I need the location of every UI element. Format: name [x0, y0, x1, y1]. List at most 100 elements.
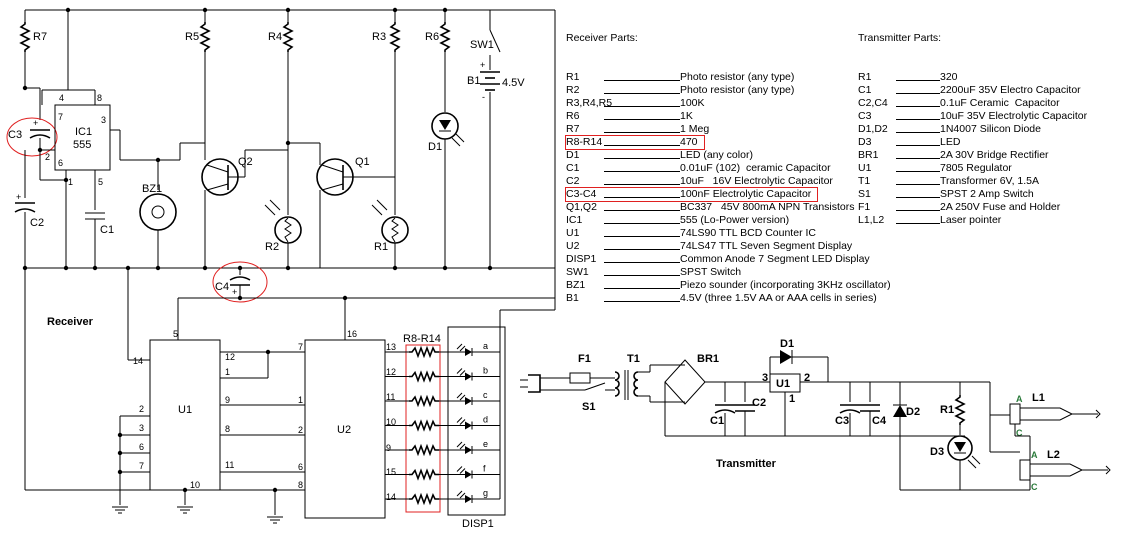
parts-list-row: F1 2A 250V Fuse and Holder [858, 201, 1087, 214]
part-ref: C1 [858, 84, 872, 96]
part-ref: R2 [566, 84, 580, 96]
part-ref: B1 [566, 292, 579, 304]
svg-text:+: + [33, 118, 38, 128]
svg-text:10: 10 [190, 480, 200, 490]
c4-highlight-circle [212, 261, 268, 303]
r1-label: R1 [374, 241, 388, 253]
part-leader-line [604, 214, 680, 224]
u2-label: U2 [337, 424, 351, 436]
part-leader-line [896, 162, 940, 172]
tx-d3-label: D3 [930, 446, 944, 458]
part-leader-line [604, 162, 680, 172]
ac-plug-icon [528, 374, 541, 393]
part-ref: R3,R4,R5 [566, 97, 613, 109]
svg-text:16: 16 [347, 329, 357, 339]
parts-list-row: U2 74LS47 TTL Seven Segment Display [566, 240, 891, 253]
q1-label: Q1 [355, 156, 370, 168]
l1-anode-label: A [1016, 394, 1023, 404]
svg-text:6: 6 [139, 442, 144, 452]
part-description: 2A 250V Fuse and Holder [940, 201, 1061, 213]
u1-label: U1 [178, 404, 192, 416]
disp1-label: DISP1 [462, 518, 494, 530]
r4-label: R4 [268, 31, 282, 43]
part-ref: U1 [858, 162, 872, 174]
svg-text:3: 3 [101, 115, 106, 125]
segment-letter: b [483, 366, 488, 376]
segment-resistor [408, 347, 440, 357]
svg-text:2: 2 [804, 372, 810, 384]
part-description: 2A 30V Bridge Rectifier [940, 149, 1049, 161]
part-leader-line [896, 97, 940, 107]
tx-c1-label: C1 [710, 415, 724, 427]
parts-list-row: B1 4.5V (three 1.5V AA or AAA cells in se… [566, 292, 891, 305]
r2-photo-resistor [274, 216, 302, 244]
r7-resistor [20, 21, 30, 53]
svg-text:11: 11 [386, 392, 395, 402]
part-description: 0.1uF Ceramic Capacitor [940, 97, 1060, 109]
receiver-section: R7 + C3 + C2 IC1 555 4 8 7 3 6 2 1 5 [6, 9, 556, 530]
svg-text:8: 8 [97, 93, 102, 103]
svg-text:1: 1 [225, 367, 230, 377]
svg-text:12: 12 [386, 367, 396, 377]
tx-c2-label: C2 [752, 397, 766, 409]
r4-resistor [283, 21, 293, 53]
segment-letter: g [483, 488, 488, 498]
part-leader-line [604, 123, 680, 133]
part-leader-line [896, 149, 940, 159]
disp1-7-segment-display [447, 326, 506, 516]
svg-text:1: 1 [68, 177, 73, 187]
bz1-piezo-sounder [139, 193, 177, 231]
u2-74ls47-decoder [304, 339, 386, 519]
part-leader-line [604, 175, 680, 185]
part-leader-line [604, 266, 680, 276]
svg-text:-: - [482, 92, 485, 102]
s1-label: S1 [582, 401, 595, 413]
segment-letter: d [483, 415, 488, 425]
part-leader-line [896, 71, 940, 81]
part-description: LED [940, 136, 961, 148]
ic1-555-timer [54, 104, 111, 171]
segment-resistor [408, 396, 440, 406]
part-ref: U1 [566, 227, 580, 239]
part-ref: T1 [858, 175, 871, 187]
ic1-label: IC1 [75, 126, 92, 138]
part-leader-line [604, 292, 680, 302]
part-description: 74LS47 TTL Seven Segment Display [680, 240, 853, 252]
c3-highlight-circle [6, 117, 58, 157]
svg-text:7: 7 [139, 461, 144, 471]
part-leader-line [896, 136, 940, 146]
r7-label: R7 [33, 31, 47, 43]
part-ref: U2 [566, 240, 580, 252]
part-description: 4.5V (three 1.5V AA or AAA cells in seri… [680, 292, 877, 304]
part-leader-line [604, 149, 680, 159]
r8-r14-highlight-box [405, 344, 441, 513]
svg-text:1: 1 [789, 393, 795, 405]
part-leader-line [604, 253, 680, 263]
segment-resistor [408, 445, 440, 455]
part-ref: C1 [566, 162, 580, 174]
part-description: 1N4007 Silicon Diode [940, 123, 1041, 135]
svg-text:14: 14 [133, 356, 143, 366]
tx-d1-diode [780, 350, 792, 364]
receiver-parts-title: Receiver Parts: [566, 32, 638, 44]
part-leader-line [896, 123, 940, 133]
svg-text:11: 11 [225, 460, 234, 470]
part-ref: F1 [858, 201, 871, 213]
svg-text:3: 3 [762, 372, 768, 384]
tx-d1-label: D1 [780, 338, 794, 350]
t1-label: T1 [627, 353, 640, 365]
part-description: 2200uF 35V Electro Capacitor [940, 84, 1081, 96]
sw1-label: SW1 [470, 39, 494, 51]
svg-text:9: 9 [386, 443, 391, 453]
part-description: 10uF 35V Electrolytic Capacitor [940, 110, 1088, 122]
